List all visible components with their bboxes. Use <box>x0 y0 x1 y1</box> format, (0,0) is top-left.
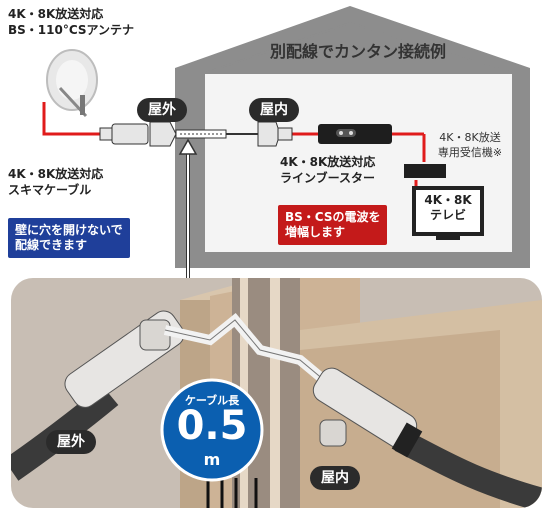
booster-label-line2: ラインブースター <box>280 171 376 185</box>
indoor-connector <box>257 121 293 147</box>
antenna-label: 4K・8K放送対応 BS・110°CSアンテナ <box>8 6 134 38</box>
outdoor-connector <box>99 121 177 147</box>
amplify-note-line1: BS・CSの電波を <box>285 210 381 224</box>
no-hole-note-line1: 壁に穴を開けないで <box>15 223 123 237</box>
amplify-note: BS・CSの電波を 増幅します <box>278 205 388 245</box>
pointer-arrow <box>178 138 198 292</box>
cable-label: 4K・8K放送対応 スキマケーブル <box>8 166 103 198</box>
receiver-label-line2: 専用受信機※ <box>437 146 503 159</box>
no-hole-note-line2: 配線できます <box>15 238 88 252</box>
cable-length-value: 0.5 <box>176 403 248 449</box>
photo-outdoor-badge: 屋外 <box>46 430 96 454</box>
house-title: 別配線でカンタン接続例 <box>269 42 446 61</box>
installation-photo <box>11 278 542 508</box>
outdoor-badge: 屋外 <box>137 98 187 122</box>
antenna-dish <box>46 49 98 118</box>
photo-indoor-badge: 屋内 <box>310 466 360 490</box>
line-booster <box>318 124 392 144</box>
tv-set <box>412 186 484 240</box>
receiver-label: 4K・8K放送 専用受信機※ <box>430 130 510 160</box>
cable-label-line2: スキマケーブル <box>8 183 92 197</box>
cable-length-title: ケーブル長 <box>184 394 240 407</box>
tv-label-line1: 4K・8K <box>424 193 472 207</box>
no-hole-note: 壁に穴を開けないで 配線できます <box>8 218 130 258</box>
tv-label: 4K・8K テレビ <box>418 193 478 223</box>
receiver-box <box>404 164 446 178</box>
indoor-badge: 屋内 <box>249 98 299 122</box>
amplify-note-line2: 増幅します <box>285 225 346 239</box>
antenna-label-line2: BS・110°CSアンテナ <box>8 23 135 37</box>
tv-label-line2: テレビ <box>429 208 466 222</box>
cable-length-unit: m <box>203 450 221 469</box>
cable-antenna <box>42 102 102 136</box>
booster-label: 4K・8K放送対応 ラインブースター <box>280 154 375 186</box>
booster-label-line1: 4K・8K放送対応 <box>280 155 376 169</box>
receiver-label-line1: 4K・8K放送 <box>439 131 501 144</box>
antenna-label-line1: 4K・8K放送対応 <box>8 7 104 21</box>
cable-label-line1: 4K・8K放送対応 <box>8 167 104 181</box>
cable-length-circle <box>160 378 264 482</box>
